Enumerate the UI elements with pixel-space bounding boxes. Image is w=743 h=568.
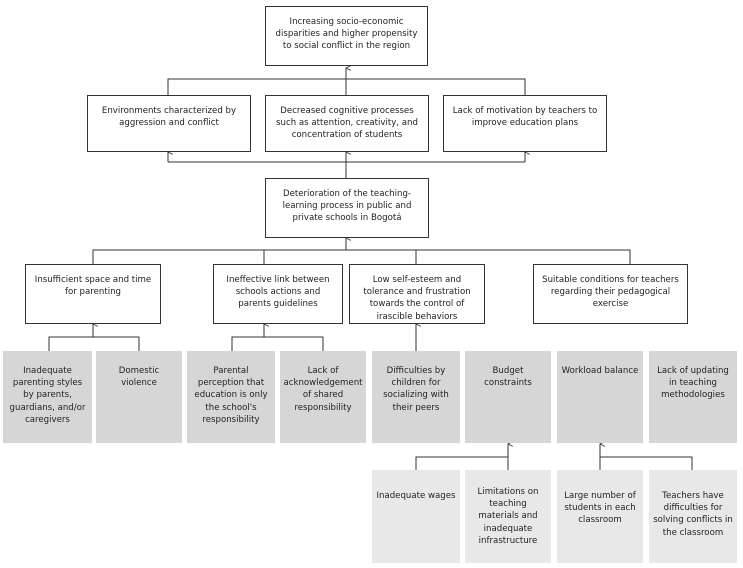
cause-text-3: Low self-esteem and tolerance and frustr…: [363, 275, 471, 322]
subcause-box-7: Workload balance: [557, 351, 643, 443]
subcause-box-5: Difficulties by children for socializing…: [372, 351, 460, 443]
effect-box-3: Lack of motivation by teachers to improv…: [443, 95, 607, 152]
subcause-box-4: Lack of acknowledgement of shared respon…: [280, 351, 366, 443]
subcause-text-2: Domestic violence: [118, 366, 160, 389]
cause-text-2: Ineffective link between schools actions…: [226, 275, 330, 310]
subcause-box-2: Domestic violence: [96, 351, 182, 443]
cause-box-3: Low self-esteem and tolerance and frustr…: [349, 264, 485, 324]
subcause-text-8: Lack of updating in teaching methodologi…: [657, 366, 729, 401]
subcause-text-6: Budget constraints: [484, 366, 532, 389]
root-cause-text-1: Inadequate wages: [376, 491, 456, 501]
connector-root-1-2: [415, 444, 509, 470]
subcause-text-3: Parental perception that education is on…: [194, 366, 268, 425]
core-problem-box: Deterioration of the teaching-learning p…: [265, 178, 429, 238]
cause-text-4: Suitable conditions for teachers regardi…: [542, 275, 679, 310]
subcause-text-7: Workload balance: [561, 366, 639, 376]
root-cause-box-4: Teachers have difficulties for solving c…: [649, 470, 737, 563]
cause-box-1: Insufficient space and time for parentin…: [25, 264, 161, 324]
core-problem-text: Deterioration of the teaching-learning p…: [282, 189, 412, 224]
effect-text-2: Decreased cognitive processes such as at…: [276, 106, 418, 141]
root-cause-text-4: Teachers have difficulties for solving c…: [653, 491, 733, 538]
subcause-box-6: Budget constraints: [465, 351, 551, 443]
root-cause-box-3: Large number of students in each classro…: [557, 470, 643, 563]
effect-box-1: Environments characterized by aggression…: [87, 95, 251, 152]
subcause-box-8: Lack of updating in teaching methodologi…: [649, 351, 737, 443]
subcause-text-1: Inadequate parenting styles by parents, …: [9, 366, 86, 425]
cause-text-1: Insufficient space and time for parentin…: [34, 275, 152, 298]
root-cause-text-2: Limitations on teaching materials and in…: [477, 487, 539, 546]
root-cause-box-1: Inadequate wages: [372, 470, 460, 563]
root-cause-text-3: Large number of students in each classro…: [564, 491, 636, 526]
top-effect-text: Increasing socio-economic disparities an…: [275, 17, 418, 52]
cause-box-4: Suitable conditions for teachers regardi…: [533, 264, 688, 324]
subcause-box-3: Parental perception that education is on…: [187, 351, 275, 443]
subcause-text-5: Difficulties by children for socializing…: [383, 366, 449, 413]
effect-box-2: Decreased cognitive processes such as at…: [265, 95, 429, 152]
effect-text-3: Lack of motivation by teachers to improv…: [452, 106, 598, 129]
root-cause-box-2: Limitations on teaching materials and in…: [465, 470, 551, 563]
effect-text-1: Environments characterized by aggression…: [101, 106, 237, 129]
connector-causes-to-core: [92, 238, 631, 264]
connector-sub-3-4: [231, 324, 324, 351]
subcause-text-4: Lack of acknowledgement of shared respon…: [283, 366, 363, 413]
subcause-box-1: Inadequate parenting styles by parents, …: [3, 351, 92, 443]
connector-root-3-4: [599, 444, 693, 470]
connector-sub-1-2: [48, 324, 140, 351]
top-effect-box: Increasing socio-economic disparities an…: [265, 6, 428, 66]
cause-box-2: Ineffective link between schools actions…: [213, 264, 343, 324]
